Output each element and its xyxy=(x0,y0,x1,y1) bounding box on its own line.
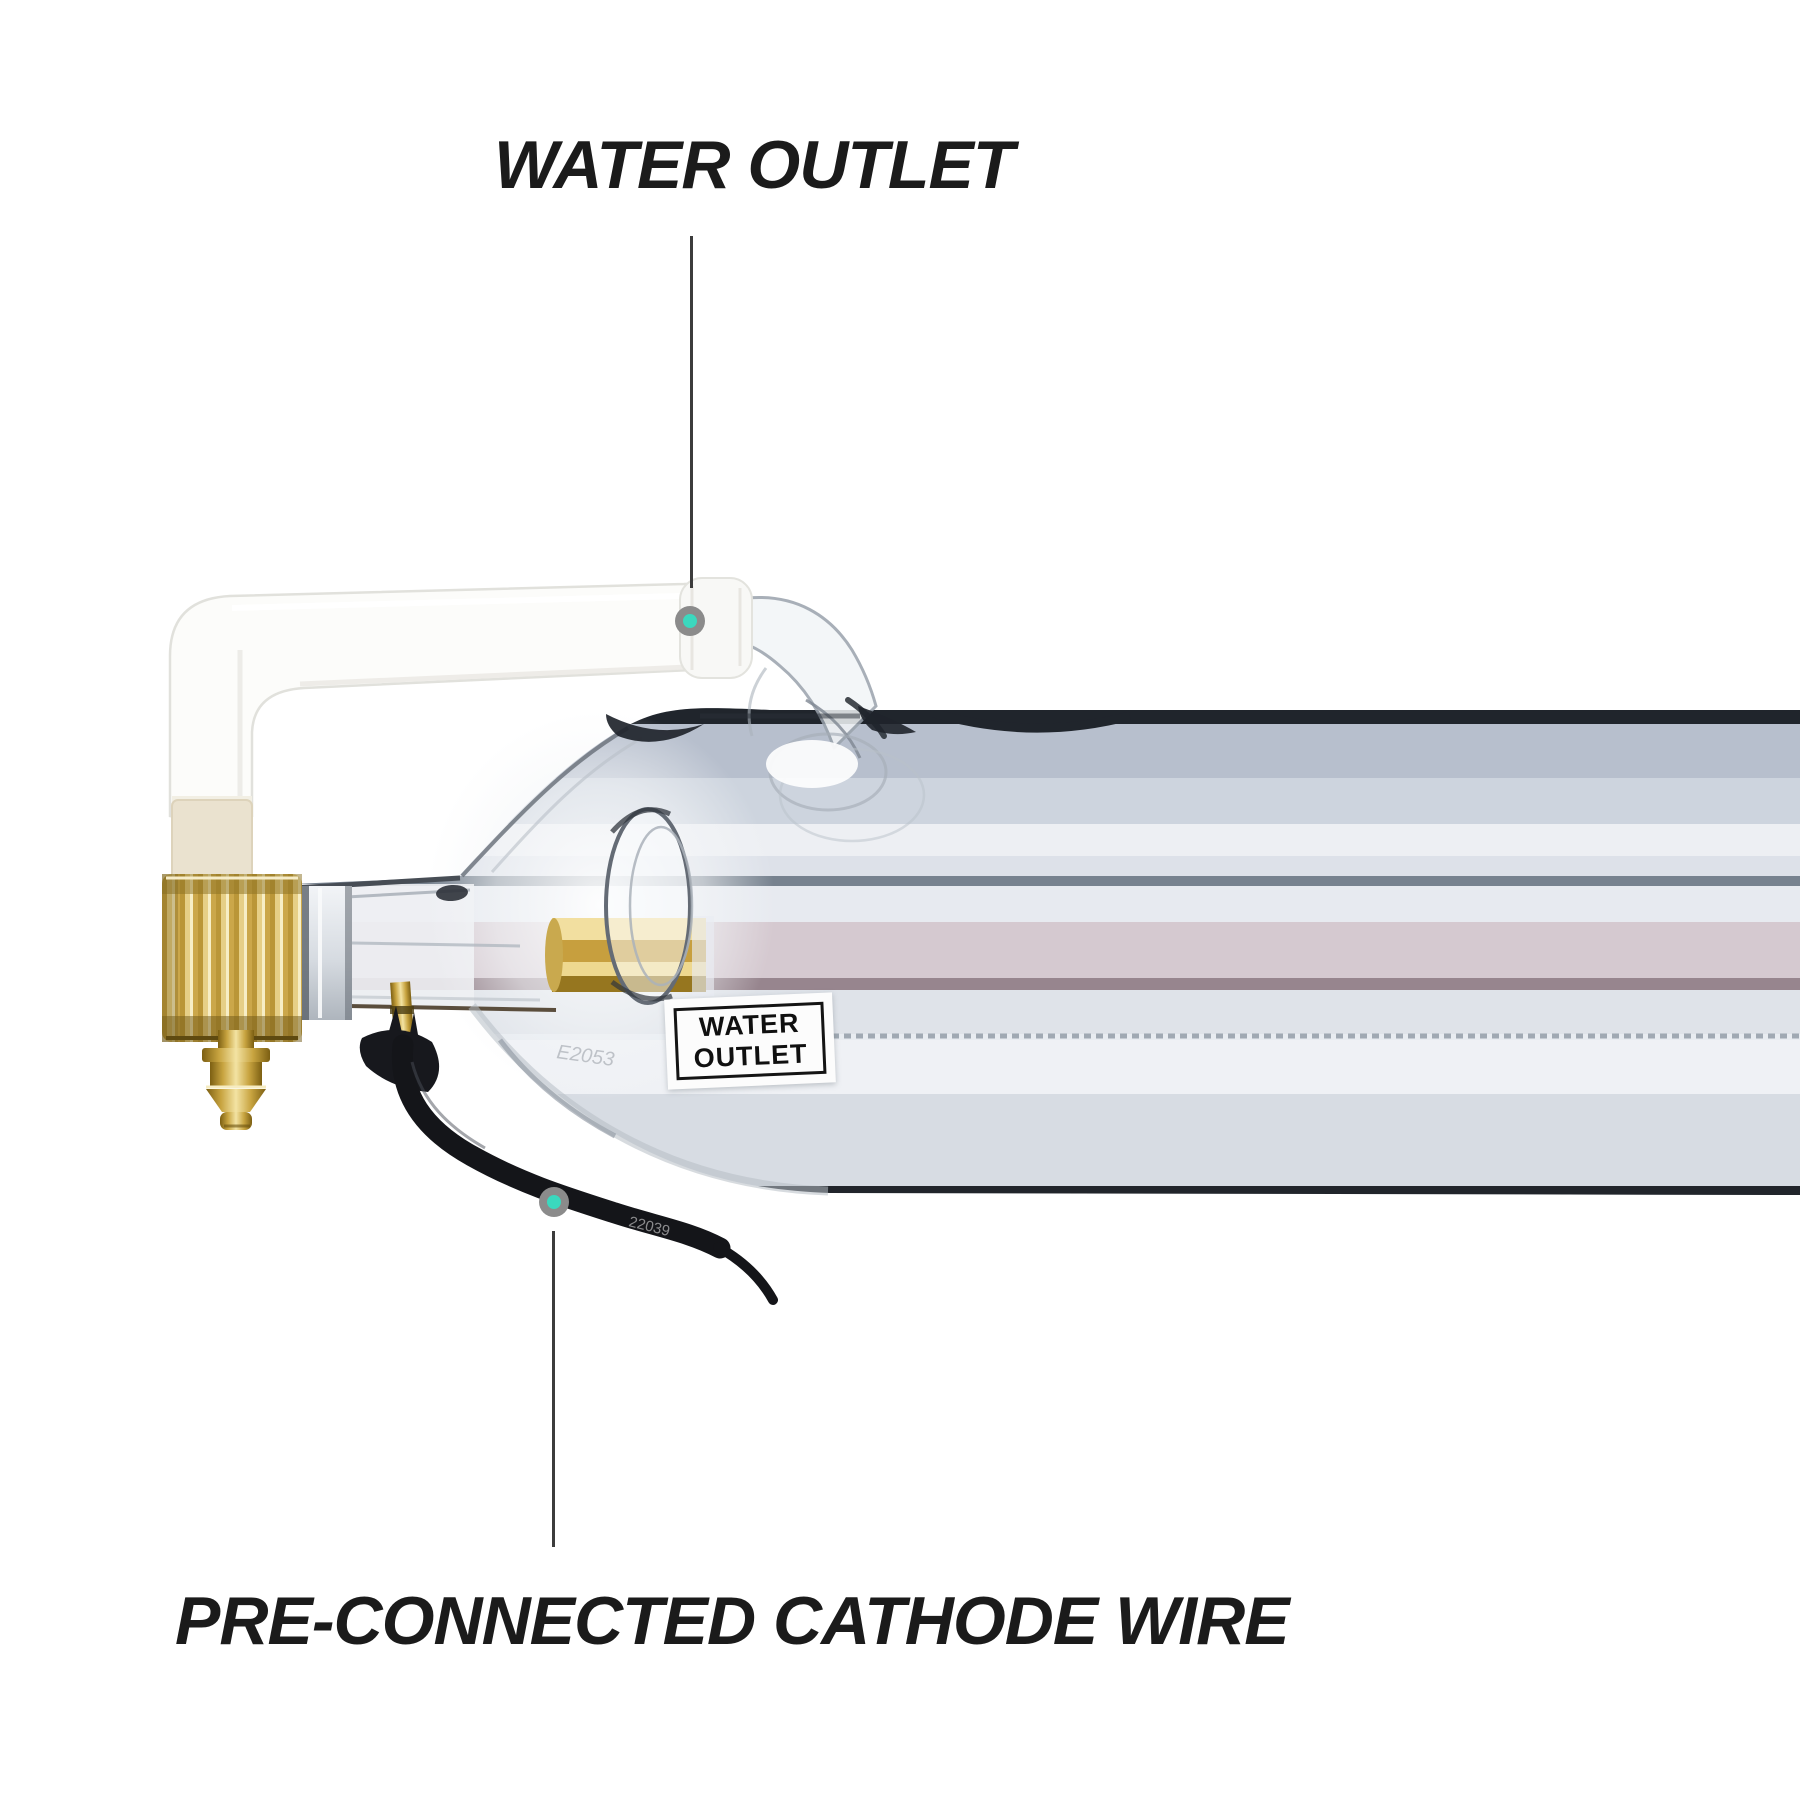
water-outlet-label: WATER OUTLET xyxy=(494,127,1014,203)
sticker-line-2: OUTLET xyxy=(693,1038,809,1074)
callout-line-cathode-wire xyxy=(552,1231,555,1547)
callout-dot-water-outlet xyxy=(675,606,705,636)
cathode-wire-label: PRE-CONNECTED CATHODE WIRE xyxy=(175,1583,1290,1659)
brass-end-fitting xyxy=(162,874,352,1130)
brass-barb-nozzle xyxy=(202,1030,270,1130)
cathode-wire xyxy=(391,1034,731,1259)
callout-line-water-outlet xyxy=(690,236,693,588)
callout-dot-core xyxy=(683,614,697,628)
tube-sleeve-beige xyxy=(171,799,253,887)
brass-knurled-ring xyxy=(162,874,302,1042)
glass-outlet-elbow xyxy=(606,596,926,843)
callout-dot-cathode-wire xyxy=(539,1187,569,1217)
inner-electrode-and-disk xyxy=(545,807,714,1005)
cathode-wire-tail xyxy=(713,1242,778,1305)
chrome-collar xyxy=(302,886,352,1020)
sticker-line-1: WATER xyxy=(698,1007,801,1042)
water-outlet-sticker: WATER OUTLET xyxy=(664,992,836,1090)
callout-dot-core xyxy=(547,1195,561,1209)
silicone-water-tube xyxy=(168,577,753,887)
water-outlet-sticker-border: WATER OUTLET xyxy=(673,1001,827,1081)
